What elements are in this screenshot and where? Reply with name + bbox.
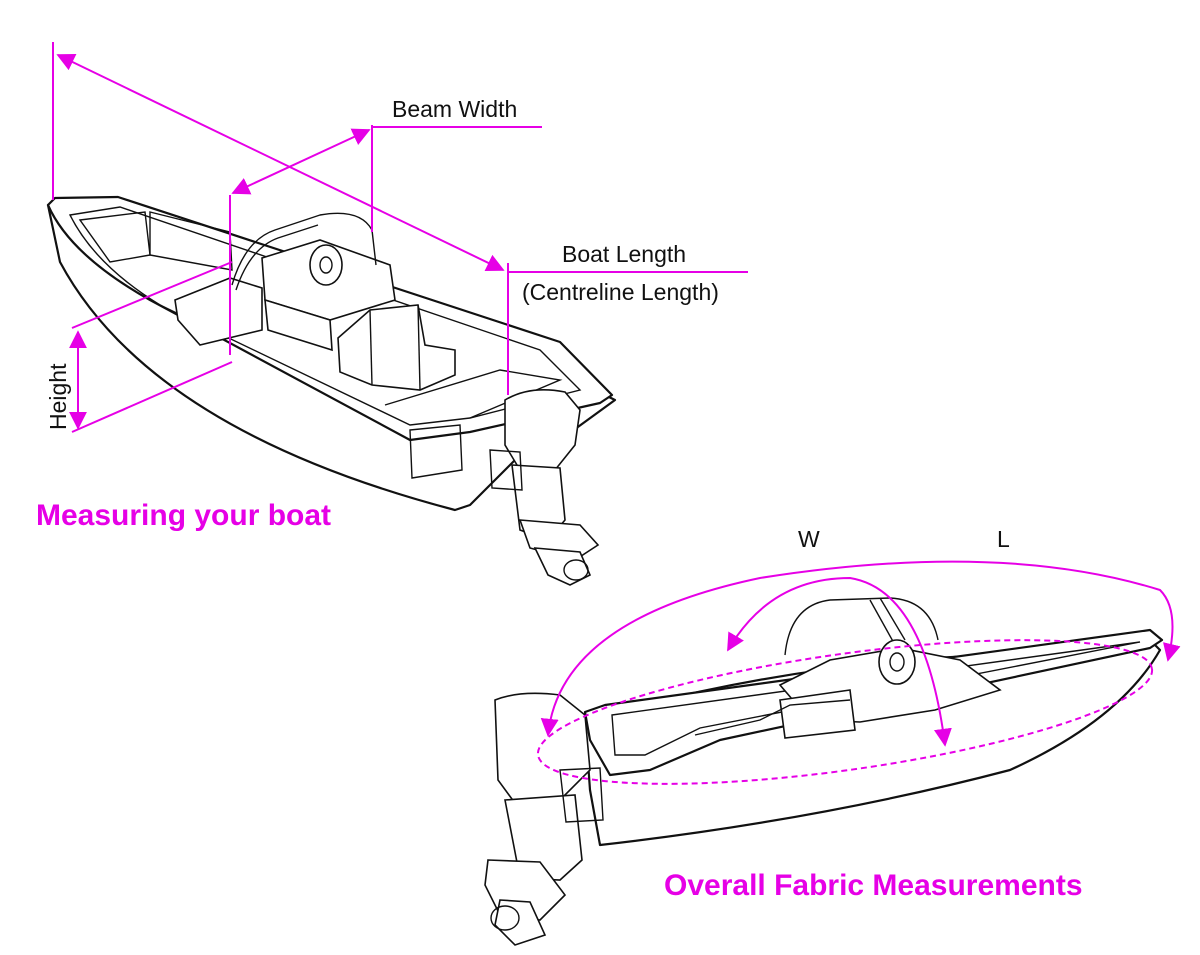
fabric-caption: Overall Fabric Measurements: [664, 869, 1083, 902]
top-dimension-lines: [52, 42, 748, 433]
bottom-labels: W L Overall Fabric Measurements: [664, 526, 1083, 902]
width-short-label: W: [798, 526, 820, 552]
length-short-label: L: [997, 526, 1010, 552]
boat-length-label: Boat Length: [562, 241, 686, 267]
centreline-length-label: (Centreline Length): [522, 279, 719, 305]
top-labels: Beam Width Boat Length (Centreline Lengt…: [36, 96, 719, 532]
height-label: Height: [45, 363, 71, 430]
bottom-dimension-lines: [536, 560, 1181, 785]
measuring-caption: Measuring your boat: [36, 499, 331, 532]
beam-width-label: Beam Width: [392, 96, 517, 122]
